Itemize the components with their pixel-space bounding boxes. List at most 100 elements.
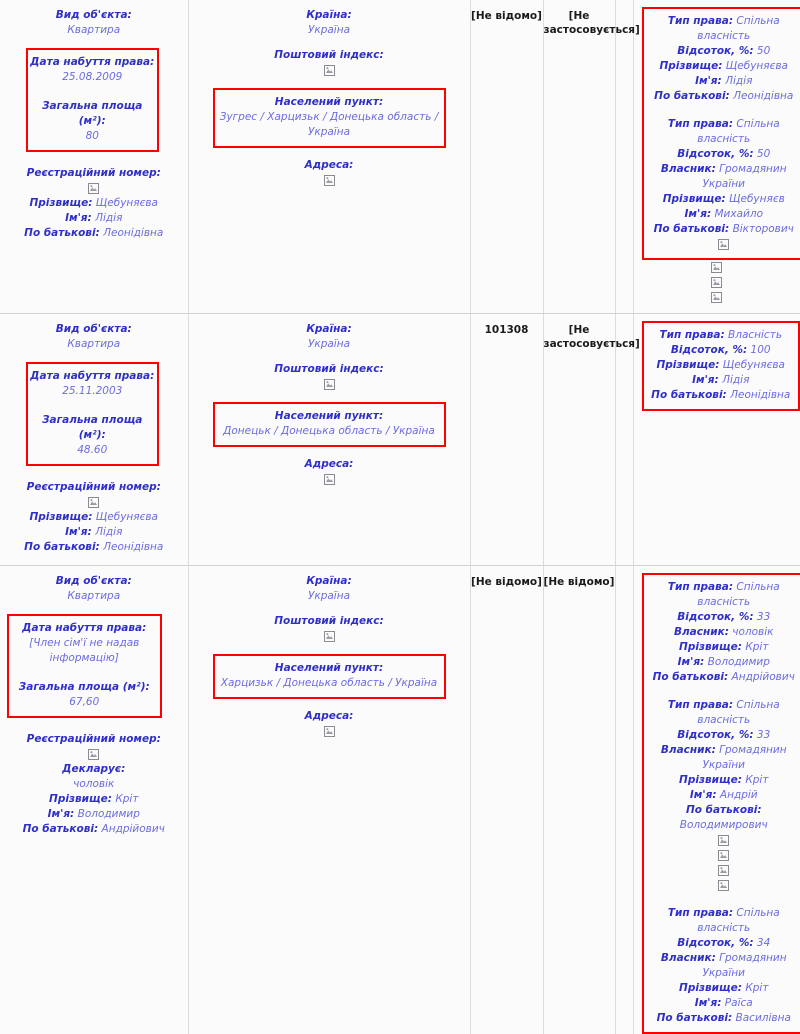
highlight-box-rights: Тип права: Власність Відсоток, %: 100 Пр… [642,321,800,411]
address-label: Адреса: [193,709,466,724]
rights-cell: Тип права: Власність Відсоток, %: 100 Пр… [633,314,800,566]
highlight-box-rights: Тип права: Спільна власність Відсоток, %… [642,573,800,1034]
table-row: Вид об'єкта: Квартира Дата набуття права… [0,0,800,314]
patronymic-label: По батькові: [657,1012,733,1024]
firstname-value: Володимир [78,808,140,820]
patronymic-line: По батькові: Леонідівна [646,89,800,104]
object-type-label: Вид об'єкта: [4,8,184,23]
owner-surname-line: Прізвище: Щебуняєва [4,510,184,525]
table-row: Вид об'єкта: Квартира Дата набуття права… [0,314,800,566]
percent-label: Відсоток, %: [677,937,753,949]
right-type-value: Власність [728,329,782,341]
surname-label: Прізвище: [657,359,720,371]
surname-label: Прізвище: [30,511,93,523]
percent-line: Відсоток, %: 100 [646,343,797,358]
patronymic-label: По батькові: [686,804,762,816]
patronymic-value: Леонідівна [733,90,793,102]
geo-cell: Країна: Україна Поштовий індекс: Населен… [188,0,470,314]
owner-firstname-line: Ім'я: Лідія [4,211,184,226]
owner-surname-line: Прізвище: Щебуняєва [4,196,184,211]
highlight-box-settlement: Населений пункт: Зугрес / Харцизьк / Дон… [213,88,446,148]
broken-image-icon [4,747,184,762]
patronymic-label: По батькові: [654,90,730,102]
broken-image-icon [646,848,800,863]
country-label: Країна: [193,322,466,337]
patronymic-value: Вікторович [733,223,794,235]
firstname-label: Ім'я: [690,789,717,801]
country-label: Країна: [193,574,466,589]
patronymic-value: Володимирович [680,819,768,831]
owner-patronymic-line: По батькові: Леонідівна [4,540,184,555]
percent-line: Відсоток, %: 50 [646,44,800,59]
broken-image-icon [193,63,466,78]
broken-image-icon [646,237,800,252]
patronymic-label: По батькові: [654,223,730,235]
broken-image-icon [193,629,466,644]
broken-image-icon [193,472,466,487]
acquisition-date-label: Дата набуття права: [30,55,155,70]
total-area-value: 67,60 [11,695,158,710]
percent-value: 100 [751,344,771,356]
broken-image-icon [646,878,800,893]
patronymic-line: По батькові: Василівна [646,1011,800,1026]
surname-label: Прізвище: [679,982,742,994]
address-label: Адреса: [193,158,466,173]
percent-label: Відсоток, %: [677,148,753,160]
firstname-line: Ім'я: Лідія [646,74,800,89]
firstname-value: Михайло [715,208,764,220]
country-value: Україна [193,589,466,604]
index-cell: 101308 [470,314,543,566]
postal-index-label: Поштовий індекс: [193,362,466,377]
surname-line: Прізвище: Кріт [646,773,800,788]
surname-label: Прізвище: [660,60,723,72]
surname-value: Щебуняєва [96,197,158,209]
settlement-label: Населений пункт: [217,661,442,676]
acquisition-date-value: 25.11.2003 [30,384,155,399]
settlement-label: Населений пункт: [217,409,442,424]
broken-image-icon [4,495,184,510]
postal-index-label: Поштовий індекс: [193,48,466,63]
broken-image-icon [634,290,800,305]
surname-value: Кріт [115,793,138,805]
owner-firstname-line: Ім'я: Володимир [4,807,184,822]
highlight-box-settlement: Населений пункт: Донецьк / Донецька обла… [213,402,446,447]
surname-line: Прізвище: Кріт [646,981,800,996]
patronymic-line: По батькові: Вікторович [646,222,800,237]
firstname-line: Ім'я: Раїса [646,996,800,1011]
owner-patronymic-line: По батькові: Андрійович [4,822,184,837]
patronymic-value: Леонідівна [730,389,790,401]
cost-cell: [Не відомо] [543,566,615,1034]
firstname-value: Лідія [95,212,122,224]
firstname-value: Володимир [708,656,770,668]
owner-line: Власник: Громадянин України [646,743,800,773]
total-area-label: Загальна площа (м²): [11,680,158,695]
owner-value: Громадянин України [703,744,787,771]
owner-value: чоловік [732,626,773,638]
patronymic-label: По батькові: [24,541,100,553]
firstname-label: Ім'я: [65,212,92,224]
spacer-cell [615,566,633,1034]
broken-image-icon [193,724,466,739]
patronymic-value: Василівна [736,1012,791,1024]
table-row: Вид об'єкта: Квартира Дата набуття права… [0,566,800,1034]
right-type-label: Тип права: [668,15,733,27]
right-type-label: Тип права: [668,581,733,593]
owner-line: Власник: чоловік [646,625,800,640]
right-type-label: Тип права: [668,118,733,130]
patronymic-value: Андрійович [732,671,795,683]
percent-value: 33 [757,611,770,623]
broken-image-icon [634,260,800,275]
acquisition-date-label: Дата набуття права: [30,369,155,384]
firstname-value: Лідія [722,374,749,386]
geo-cell: Країна: Україна Поштовий індекс: Населен… [188,314,470,566]
firstname-value: Лідія [95,526,122,538]
highlight-box-acquisition-area: Дата набуття права: 25.11.2003 Загальна … [26,362,159,466]
total-area-label: Загальна площа (м²): [30,413,155,443]
surname-value: Щебуняєва [723,359,785,371]
country-value: Україна [193,23,466,38]
patronymic-line: По батькові: Леонідівна [646,388,797,403]
patronymic-line: По батькові: Володимирович [646,803,800,833]
surname-label: Прізвище: [49,793,112,805]
